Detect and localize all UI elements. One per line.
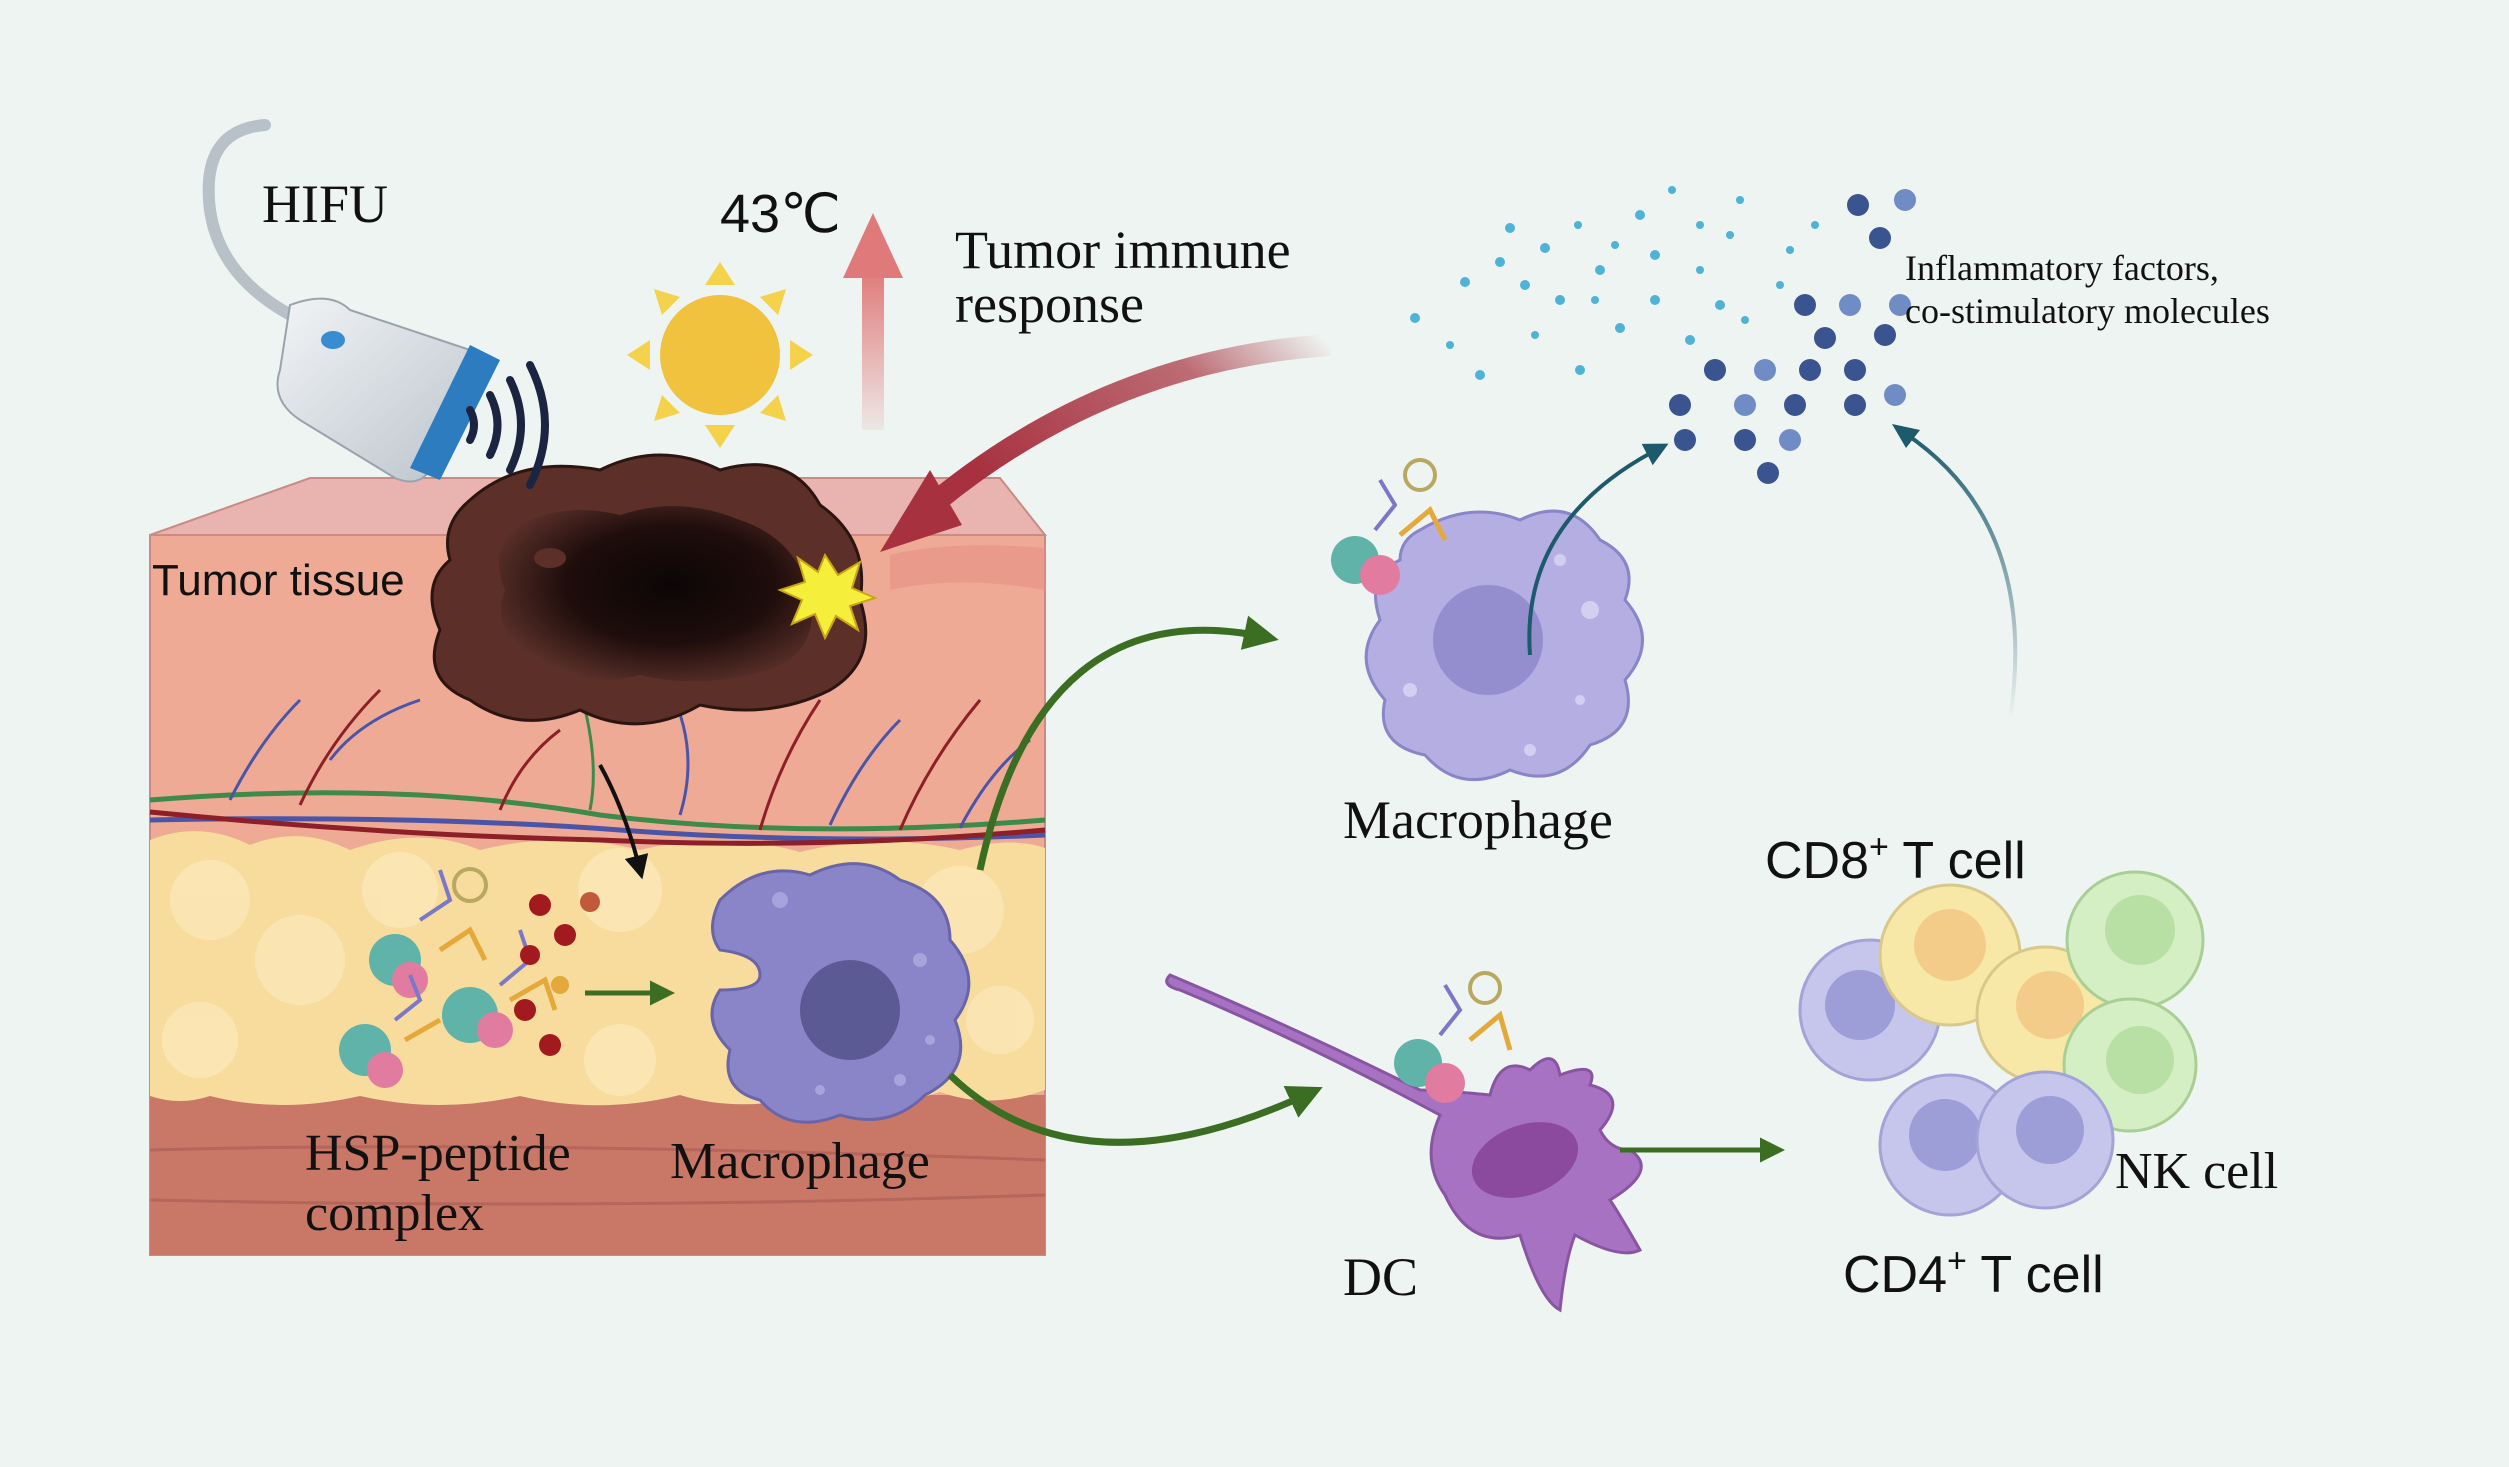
hifu-label: HIFU (262, 174, 388, 234)
tumor-immune-response-label-2: response (955, 274, 1144, 334)
inflammatory-factors-label-2: co-stimulatory molecules (1905, 291, 2270, 331)
to-macrophage-top-arrow (976, 615, 1279, 871)
tumor-immune-response-label-1: Tumor immune (955, 220, 1291, 280)
ultrasound-probe-icon (202, 119, 549, 489)
tumor-to-complex-arrow (598, 764, 649, 880)
response-arrow (880, 334, 1331, 552)
hsp-peptide-label-1: HSP-peptide (305, 1125, 571, 1182)
macrophage-activated-cell (1331, 458, 1644, 782)
inflammatory-factors-label-1: Inflammatory factors, (1905, 248, 2219, 288)
macrophage-tissue-cell (710, 862, 971, 1124)
t-nk-cell-cluster (1798, 870, 2205, 1217)
dc-label: DC (1343, 1247, 1418, 1307)
cd4-t-cell (1975, 1070, 2115, 1210)
macrophage-top-label: Macrophage (1343, 790, 1613, 850)
tumor-mass (430, 453, 868, 726)
explosion-icon (777, 552, 878, 641)
macrophage-tissue-label: Macrophage (670, 1133, 930, 1190)
temperature-label: 43℃ (720, 184, 841, 244)
tumor-tissue-label: Tumor tissue (152, 556, 405, 605)
inflammatory-factor-dots (1410, 186, 1916, 484)
tcells-to-factors-arrow (1898, 428, 2018, 721)
macrophage-to-factors-arrow (1527, 443, 1669, 656)
to-dc-arrow (947, 1072, 1323, 1146)
hsp-peptide-label-2: complex (305, 1185, 484, 1242)
cd4-t-cell-label: CD4+ T cell (1843, 1242, 2104, 1304)
dendritic-cell (1165, 971, 1643, 1313)
nk-cell-label: NK cell (2115, 1143, 2278, 1200)
tcells-to-factors-arrowhead (1892, 424, 1920, 448)
heat-arrow (843, 213, 903, 430)
cd8-t-cell-label: CD8+ T cell (1765, 828, 2026, 890)
sun-icon (627, 262, 813, 448)
nk-cell (2065, 870, 2205, 1010)
hsp-peptide-complexes (339, 867, 600, 1088)
